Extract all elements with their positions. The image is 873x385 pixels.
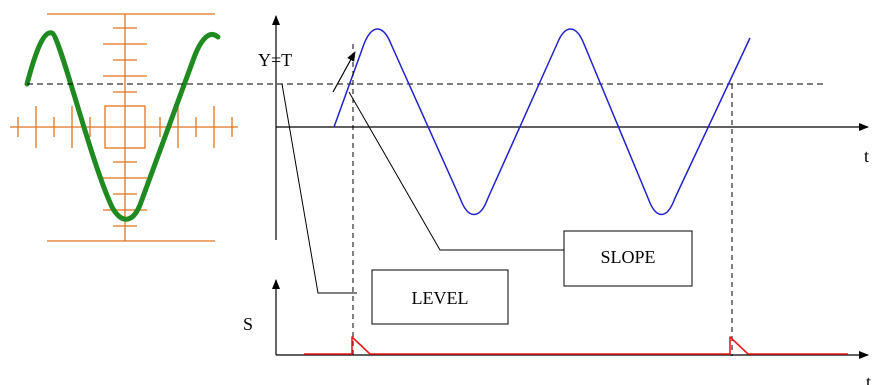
level-label: LEVEL	[412, 288, 469, 308]
s-axis-label: S	[243, 314, 253, 334]
level-leader-line	[281, 83, 357, 294]
t-axis-bottom-label: t	[866, 372, 871, 385]
signal-axes	[272, 15, 869, 240]
y-equals-t-label: Y=T	[258, 50, 292, 70]
t-axis-top-label: t	[864, 146, 869, 166]
sync-axes	[272, 279, 869, 359]
oscilloscope-screen	[10, 13, 238, 242]
slope-arrow	[332, 51, 356, 93]
blue-signal	[333, 28, 751, 216]
slope-box	[563, 230, 693, 287]
slope-leader-line	[348, 91, 564, 251]
scope-trace	[24, 30, 221, 222]
level-box	[371, 269, 509, 325]
scope-vertical-ticks	[103, 27, 147, 227]
sync-pulse-trace	[304, 336, 848, 355]
slope-label: SLOPE	[600, 247, 655, 267]
scope-horizontal-ticks	[17, 106, 233, 148]
scope-center-box	[104, 105, 146, 149]
